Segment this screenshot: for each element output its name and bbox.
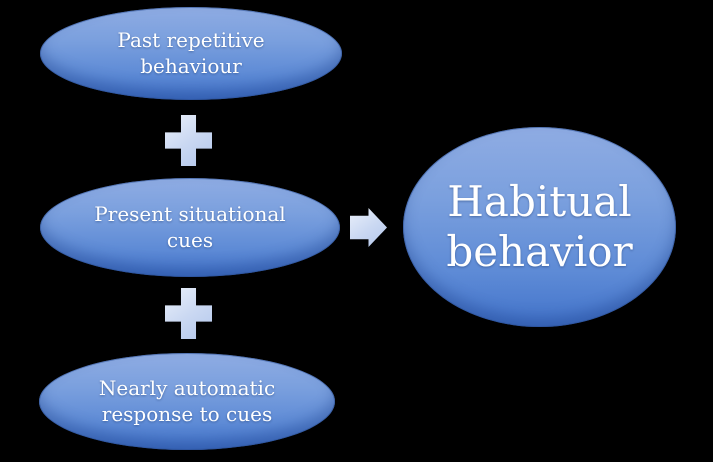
node-present-situational-cues: Present situational cues — [40, 178, 340, 277]
plus-icon — [165, 288, 212, 339]
node-cues-label: Nearly automatic response to cues — [98, 375, 276, 426]
node-present-label: Present situational cues — [94, 201, 286, 252]
node-past-label: Past repetitive behaviour — [117, 27, 265, 78]
node-result-label: Habitual behavior — [446, 176, 633, 276]
node-past-repetitive-behaviour: Past repetitive behaviour — [40, 7, 342, 100]
node-nearly-automatic-response: Nearly automatic response to cues — [39, 353, 335, 450]
plus-icon — [165, 115, 212, 166]
right-arrow-icon — [350, 208, 387, 247]
node-habitual-behavior: Habitual behavior — [403, 127, 676, 327]
